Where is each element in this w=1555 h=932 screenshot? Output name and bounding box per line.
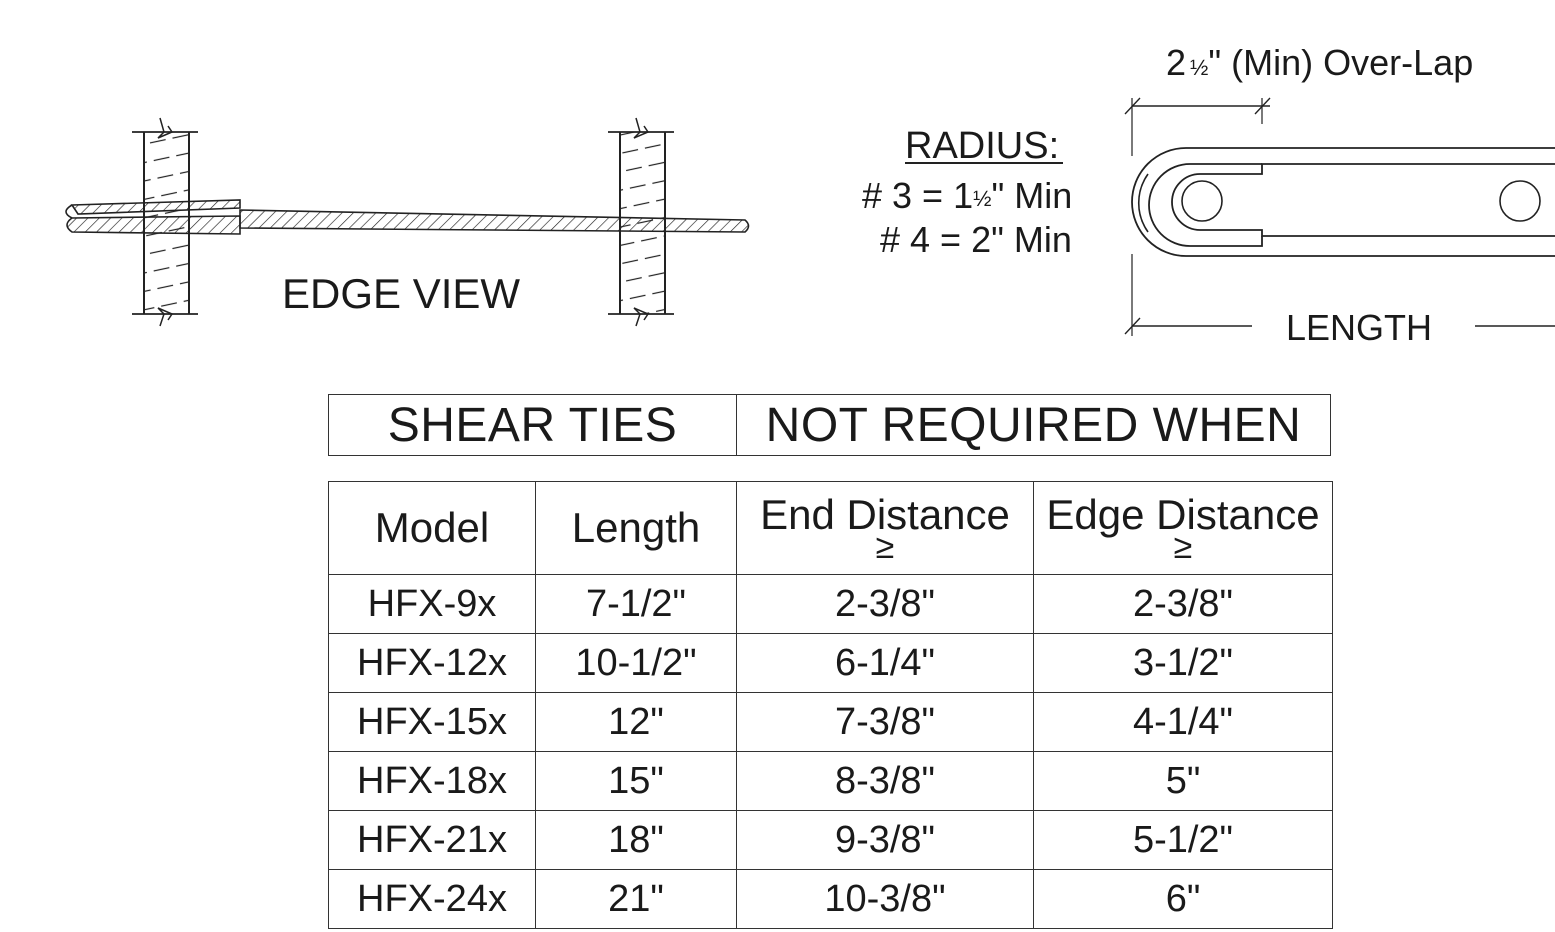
cell-model: HFX-18x <box>328 751 536 811</box>
radius-line-1: # 3 = 1½" Min <box>862 175 1072 216</box>
cell-length: 21" <box>535 869 737 929</box>
cell-length: 10-1/2" <box>535 633 737 693</box>
cell-edge-distance: 3-1/2" <box>1033 633 1333 693</box>
end-distance-label: End Distance <box>760 490 1010 538</box>
cell-model: HFX-9x <box>328 574 536 634</box>
radius-title: RADIUS: <box>905 125 1059 167</box>
radius-line-2: # 4 = 2" Min <box>880 219 1072 260</box>
geq-symbol: ≥ <box>1173 527 1193 566</box>
overlap-whole: 2 <box>1166 42 1186 83</box>
cell-length: 12" <box>535 692 737 752</box>
overlap-fraction: ½ <box>1190 55 1208 80</box>
overlap-rest: " (Min) Over-Lap <box>1208 42 1473 83</box>
geq-symbol: ≥ <box>875 527 895 566</box>
cell-end-distance: 10-3/8" <box>736 869 1034 929</box>
radius-line-1-fraction: ½ <box>973 186 991 211</box>
cell-edge-distance: 5-1/2" <box>1033 810 1333 870</box>
length-label: LENGTH <box>1286 307 1432 348</box>
cell-edge-distance: 2-3/8" <box>1033 574 1333 634</box>
shear-ties-table: Model Length End Distance ≥ Edge Distanc… <box>328 481 1333 929</box>
cell-edge-distance: 6" <box>1033 869 1333 929</box>
radius-line-1-prefix: # 3 = 1 <box>862 175 973 216</box>
cell-length: 7-1/2" <box>535 574 737 634</box>
column-header-model: Model <box>328 481 536 575</box>
edge-view-drawing: EDGE VIEW <box>65 117 750 327</box>
cell-end-distance: 7-3/8" <box>736 692 1034 752</box>
cell-edge-distance: 5" <box>1033 751 1333 811</box>
header-right: NOT REQUIRED WHEN <box>765 398 1302 452</box>
edge-view-label: EDGE VIEW <box>282 270 520 317</box>
cell-end-distance: 6-1/4" <box>736 633 1034 693</box>
cell-end-distance: 9-3/8" <box>736 810 1034 870</box>
cell-model: HFX-21x <box>328 810 536 870</box>
cell-model: HFX-12x <box>328 633 536 693</box>
column-header-length: Length <box>535 481 737 575</box>
radius-line-1-suffix: " Min <box>991 175 1072 216</box>
cell-model: HFX-15x <box>328 692 536 752</box>
cell-length: 15" <box>535 751 737 811</box>
technical-drawing: EDGE VIEW RADIUS: # 3 = 1½" Min # 4 = 2"… <box>65 42 1555 348</box>
cell-end-distance: 2-3/8" <box>736 574 1034 634</box>
cell-edge-distance: 4-1/4" <box>1033 692 1333 752</box>
cell-model: HFX-24x <box>328 869 536 929</box>
shear-ties-header: SHEAR TIES NOT REQUIRED WHEN <box>328 394 1331 456</box>
tie-rod-edge <box>65 199 750 235</box>
column-header-end-distance: End Distance ≥ <box>736 481 1034 575</box>
edge-distance-label: Edge Distance <box>1046 490 1320 538</box>
cell-end-distance: 8-3/8" <box>736 751 1034 811</box>
cell-length: 18" <box>535 810 737 870</box>
table-header-row: Model Length End Distance ≥ Edge Distanc… <box>328 481 1333 575</box>
radius-note: RADIUS: # 3 = 1½" Min # 4 = 2" Min <box>862 125 1072 260</box>
column-header-edge-distance: Edge Distance ≥ <box>1033 481 1333 575</box>
header-left: SHEAR TIES <box>329 395 737 455</box>
